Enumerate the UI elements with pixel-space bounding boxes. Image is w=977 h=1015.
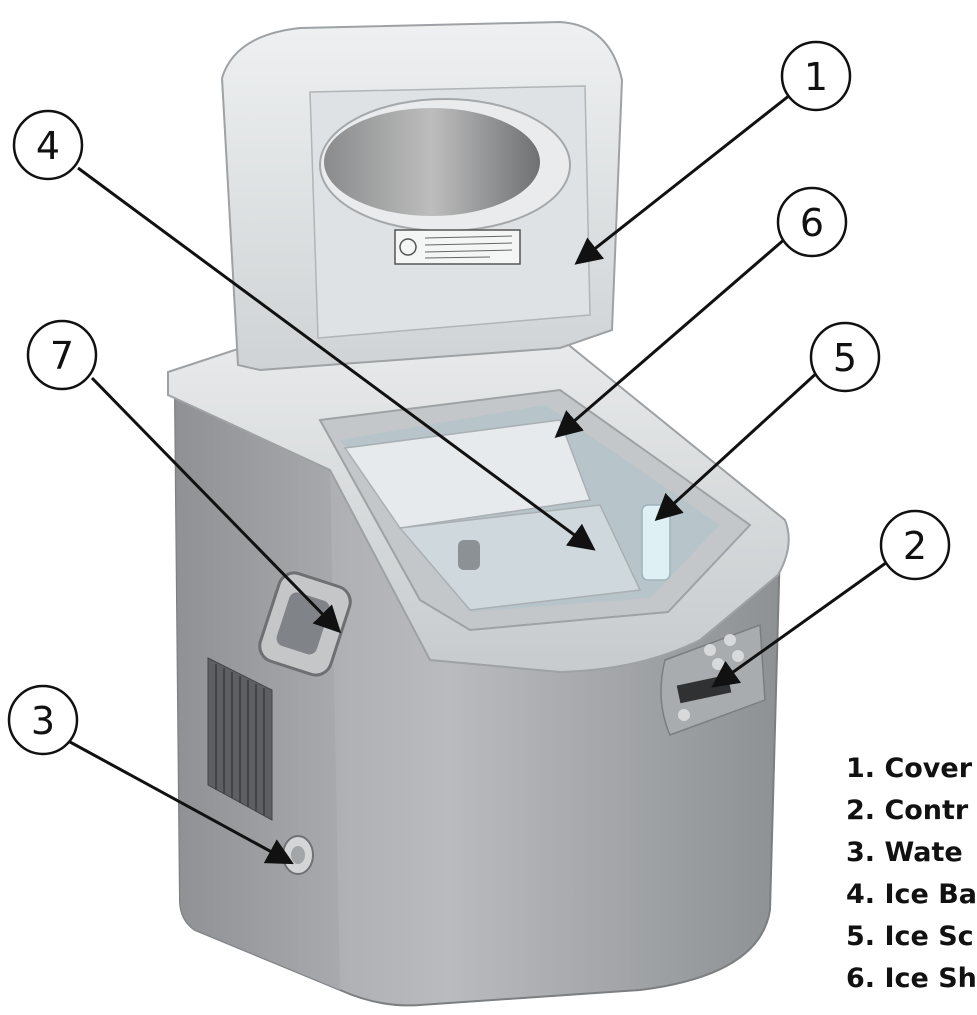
callout-arrow-1 xyxy=(574,93,791,265)
callout-2-label: 2 xyxy=(903,524,927,568)
callout-5: 5 xyxy=(809,321,881,393)
callout-7: 7 xyxy=(26,319,98,391)
callout-4-label: 4 xyxy=(36,124,60,168)
callout-5-label: 5 xyxy=(833,336,857,380)
legend-item-6: 6. Ice Sh xyxy=(846,963,977,994)
legend-item-1: 1. Cover xyxy=(846,753,973,784)
lid xyxy=(220,20,624,372)
legend-item-3: 3. Wate xyxy=(846,837,963,868)
parts-legend: 1. Cover 2. Contr 3. Wate 4. Ice Ba 5. I… xyxy=(846,748,977,1000)
callout-arrow-5 xyxy=(654,368,822,522)
legend-item-5: 5. Ice Sc xyxy=(846,921,974,952)
callout-arrow-4 xyxy=(77,166,596,551)
callout-4: 4 xyxy=(12,109,84,181)
callout-arrows xyxy=(69,93,891,865)
legend-item-4: 4. Ice Ba xyxy=(846,879,977,910)
callout-7-label: 7 xyxy=(50,334,74,378)
callout-3-label: 3 xyxy=(31,699,55,743)
callout-6-label: 6 xyxy=(800,201,824,245)
callout-1-label: 1 xyxy=(804,55,828,99)
callout-arrow-3 xyxy=(69,740,294,865)
callout-3: 3 xyxy=(7,684,79,756)
callout-6: 6 xyxy=(776,186,848,258)
drain-plug xyxy=(282,835,314,875)
legend-item-2: 2. Contr xyxy=(846,795,969,826)
callout-1: 1 xyxy=(780,40,852,112)
callout-arrow-2 xyxy=(711,558,891,688)
callout-2: 2 xyxy=(879,509,951,581)
callout-arrow-6 xyxy=(554,236,787,438)
side-vent xyxy=(207,657,273,821)
callout-arrow-7 xyxy=(90,376,342,634)
